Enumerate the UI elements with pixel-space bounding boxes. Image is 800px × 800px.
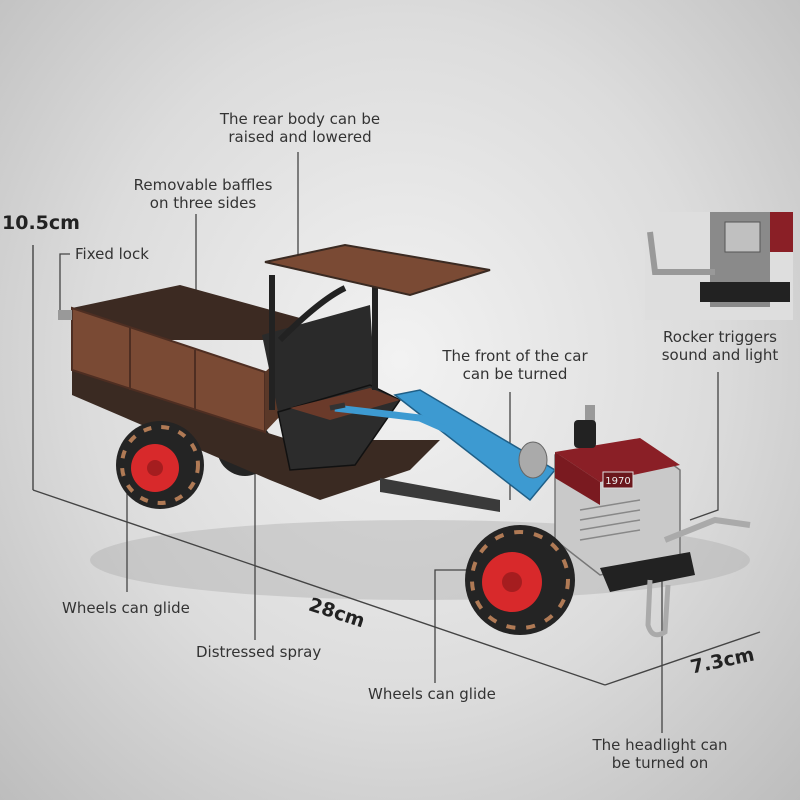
- height-dimension-label: 10.5cm: [2, 212, 80, 234]
- callout-headlight-line1: The headlight can: [592, 736, 728, 754]
- callout-front-turn-line1: The front of the car: [442, 347, 588, 365]
- air-filter: [574, 420, 596, 448]
- callout-baffles-line1: Removable baffles: [133, 176, 273, 194]
- engine-top-red: [555, 438, 680, 482]
- callout-rear-body: The rear body can be raised and lowered: [205, 110, 395, 146]
- callout-fixed-lock: Fixed lock: [75, 245, 149, 263]
- dimension-lines: [32, 245, 761, 686]
- rocker-crank: [663, 516, 751, 543]
- fuel-cap: [518, 441, 548, 479]
- callout-headlight-line2: be turned on: [611, 754, 709, 772]
- engine-side-red: [555, 452, 600, 505]
- handlebar: [334, 404, 472, 444]
- canopy-roof: [264, 243, 491, 297]
- trailer-wheel: [116, 421, 204, 509]
- callout-leaders: [59, 152, 719, 733]
- seat-pad: [290, 388, 400, 420]
- front-guard: [645, 579, 671, 638]
- tow-bar: [380, 478, 500, 512]
- fixed-lock: [58, 310, 72, 320]
- callout-baffles-line2: on three sides: [149, 194, 257, 212]
- callout-front-turn: The front of the car can be turned: [425, 347, 605, 383]
- engine-fins: [579, 499, 641, 541]
- engine-plate-text: 1970: [605, 476, 630, 487]
- callout-front-turn-line2: can be turned: [462, 365, 568, 383]
- front-bumper: [600, 552, 695, 592]
- rocker-inset-photo: [645, 212, 793, 320]
- callout-rocker-line2: sound and light: [661, 346, 779, 364]
- callout-wheels-left: Wheels can glide: [62, 599, 190, 617]
- callout-headlight: The headlight can be turned on: [580, 736, 740, 772]
- callout-distressed-spray: Distressed spray: [196, 643, 322, 661]
- trailer-frame: [72, 370, 440, 500]
- callout-baffles: Removable baffles on three sides: [118, 176, 288, 212]
- callout-wheels-center: Wheels can glide: [368, 685, 496, 703]
- callout-rear-body-line2: raised and lowered: [228, 128, 372, 146]
- callout-rocker-line1: Rocker triggers: [663, 328, 777, 346]
- drive-wheel: [465, 525, 575, 635]
- callout-rear-body-line1: The rear body can be: [219, 110, 381, 128]
- engine-plate: [602, 471, 634, 489]
- callout-rocker: Rocker triggers sound and light: [650, 328, 790, 364]
- rocker-inset-graphic: [645, 212, 793, 320]
- canopy-posts: [269, 275, 378, 410]
